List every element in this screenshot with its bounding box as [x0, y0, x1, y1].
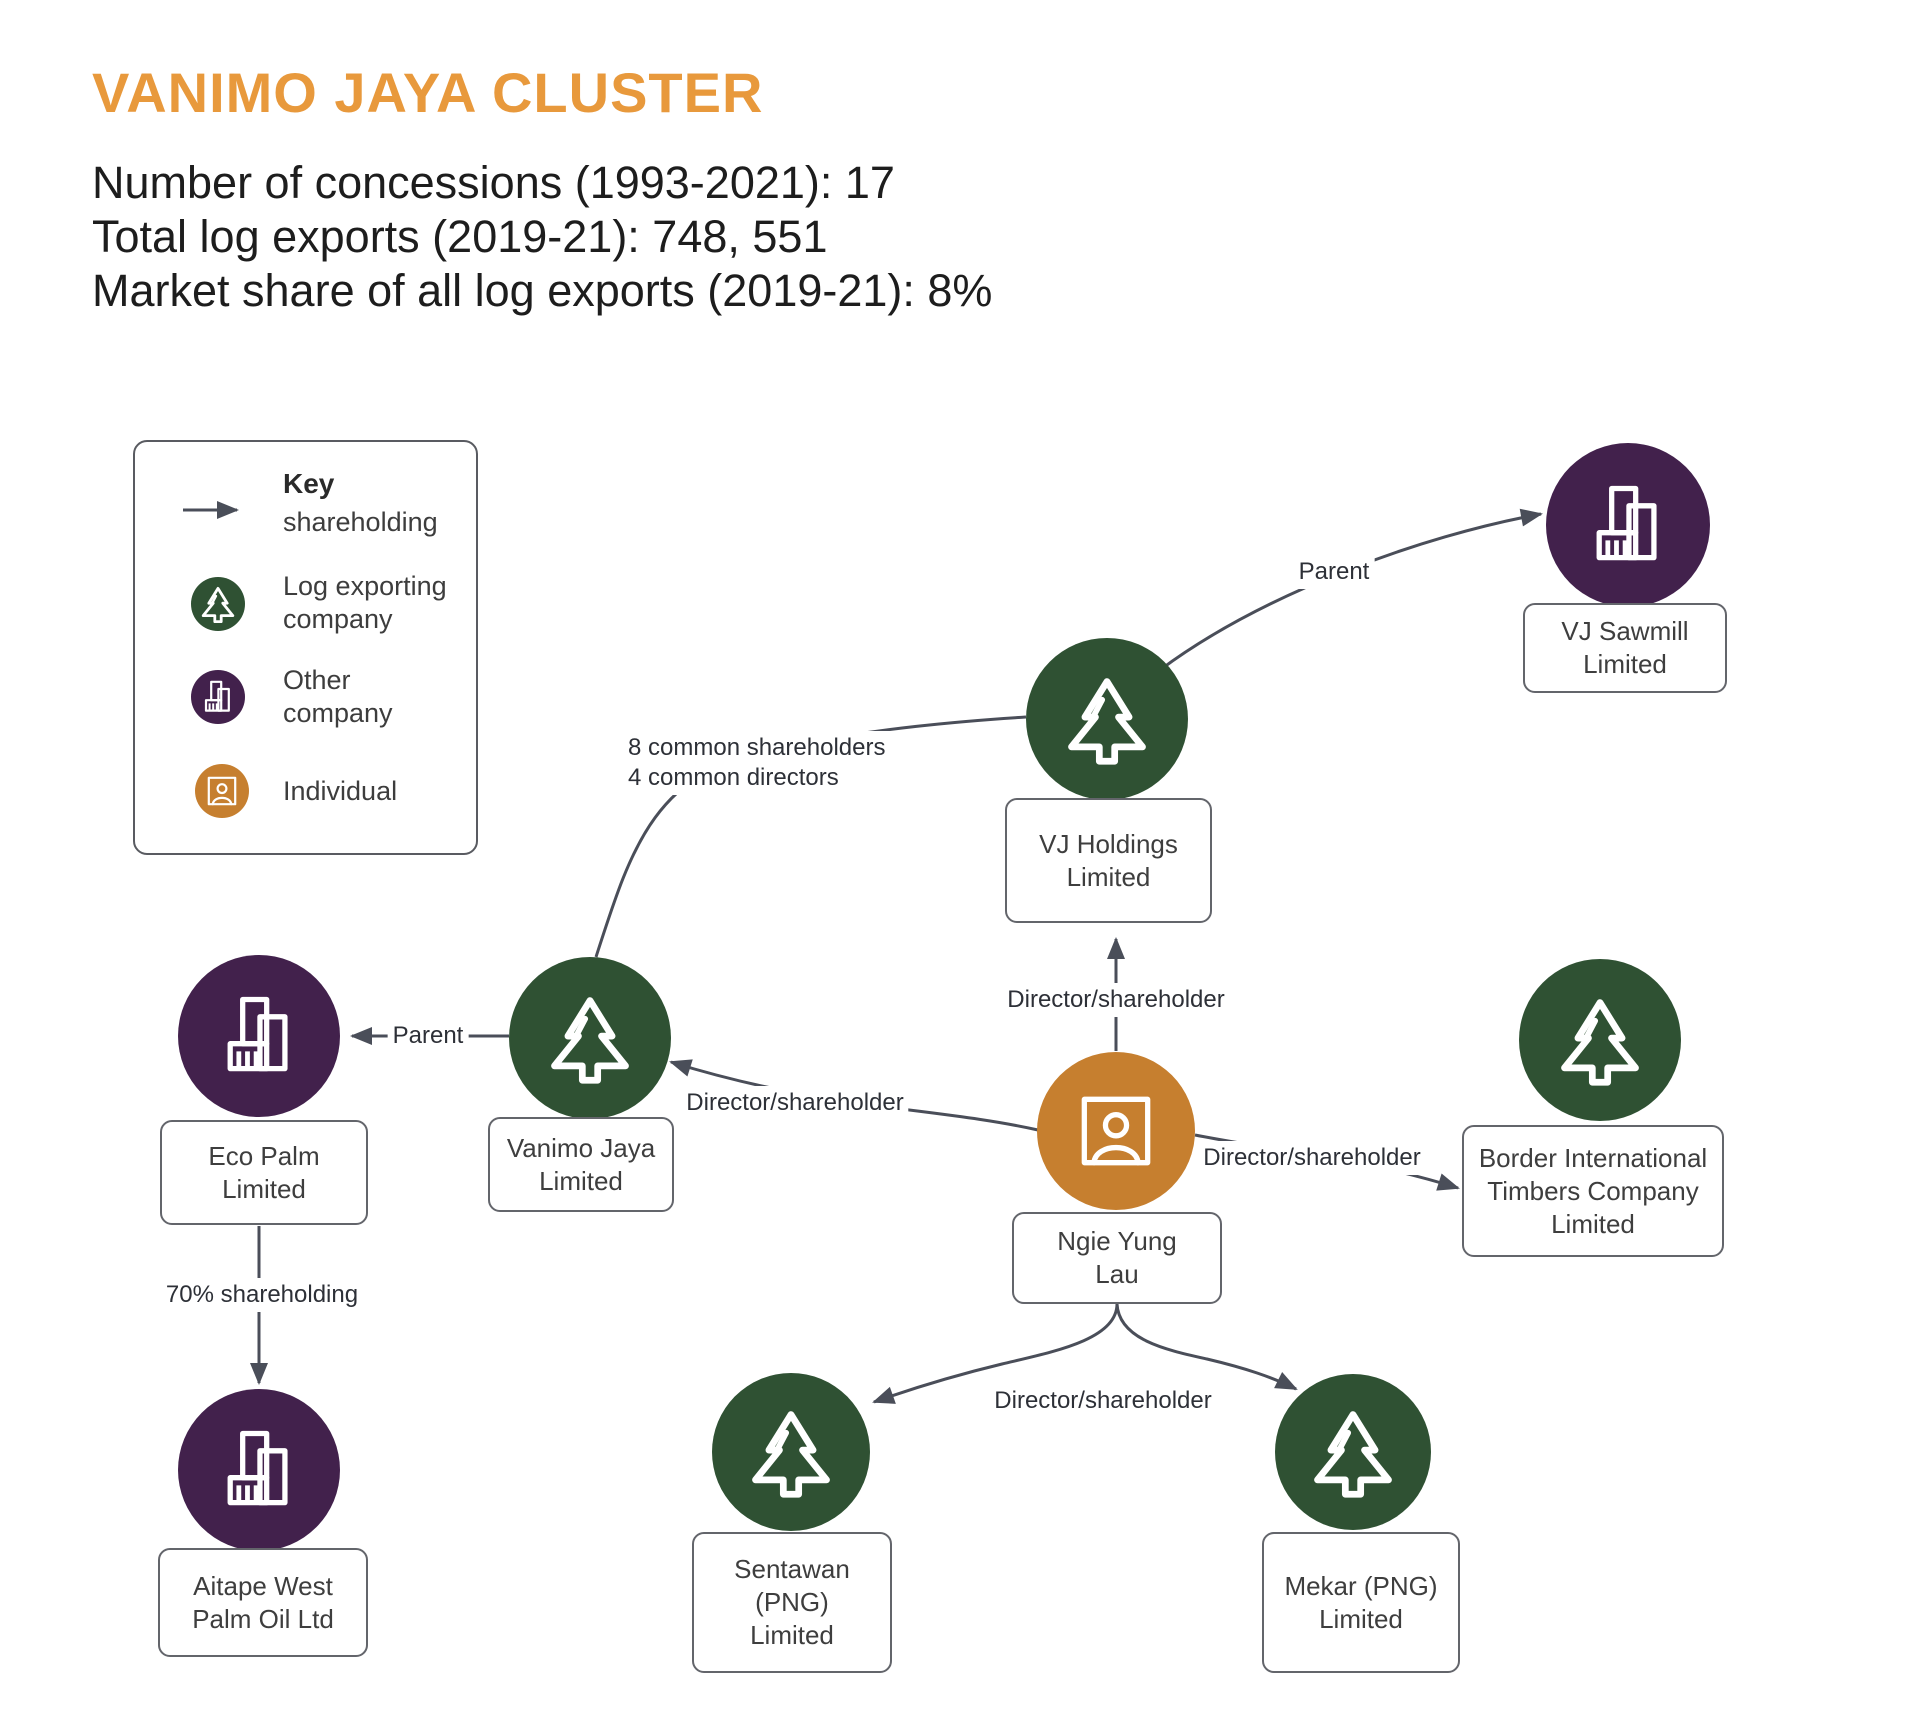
- node-border-international-timbers: [1519, 959, 1681, 1121]
- edge-ngie-mekar: [1115, 1303, 1298, 1391]
- node-vj-sawmill: [1546, 443, 1710, 607]
- node-vj-holdings: [1026, 638, 1188, 800]
- legend-label-shareholding: shareholding: [283, 507, 438, 537]
- node-label-sentawan-png: Sentawan (PNG) Limited: [692, 1532, 892, 1673]
- edge-label-ngie-mekar: Director/shareholder: [989, 1384, 1217, 1418]
- legend-title: Key: [283, 468, 335, 499]
- page-title: VANIMO JAYA CLUSTER: [92, 60, 764, 124]
- node-label-vj-sawmill: VJ Sawmill Limited: [1523, 603, 1727, 693]
- node-sentawan-png: [712, 1373, 870, 1531]
- stat-line-market-share: Market share of all log exports (2019-21…: [92, 265, 993, 316]
- arrow-icon: [183, 501, 239, 519]
- edge-label-ngie-border: Director/shareholder: [1198, 1141, 1426, 1175]
- edge-ngie-sentawan: [872, 1303, 1119, 1404]
- node-label-vanimo-jaya: Vanimo Jaya Limited: [488, 1117, 674, 1212]
- tree-icon: [1305, 1404, 1401, 1500]
- tree-icon: [1552, 992, 1648, 1088]
- node-vanimo-jaya: [509, 957, 671, 1119]
- stat-line-concessions: Number of concessions (1993-2021): 17: [92, 157, 895, 208]
- person-icon: [195, 764, 249, 818]
- node-mekar-png: [1275, 1374, 1431, 1530]
- node-eco-palm: [178, 955, 340, 1117]
- building-icon: [191, 670, 245, 724]
- edge-holdings-sawmill: [1159, 508, 1543, 672]
- node-label-vj-holdings: VJ Holdings Limited: [1005, 798, 1212, 923]
- tree-icon: [191, 577, 245, 631]
- building-icon: [1580, 477, 1676, 573]
- node-label-eco-palm: Eco Palm Limited: [160, 1120, 368, 1225]
- node-label-border-international-timbers: Border International Timbers Company Lim…: [1462, 1125, 1724, 1257]
- stats-block: Number of concessions (1993-2021): 17 To…: [92, 156, 992, 318]
- tree-icon: [743, 1404, 839, 1500]
- legend-label-log_exporting_company: Log exporting company: [283, 571, 447, 634]
- node-label-aitape-west-palm-oil: Aitape West Palm Oil Ltd: [158, 1548, 368, 1657]
- edge-label-vanimo-ecopalm: Parent: [387, 1019, 469, 1053]
- tree-icon: [542, 990, 638, 1086]
- person-icon: [1068, 1083, 1164, 1179]
- node-label-mekar-png: Mekar (PNG) Limited: [1262, 1532, 1460, 1673]
- tree-icon: [1059, 671, 1155, 767]
- stat-line-exports: Total log exports (2019-21): 748, 551: [92, 211, 828, 262]
- node-ngie-yung-lau: [1037, 1052, 1195, 1210]
- edge-label-holdings-sawmill: Parent: [1293, 555, 1375, 589]
- edge-label-ngie-vanimo: Director/shareholder: [681, 1086, 909, 1120]
- node-aitape-west-palm-oil: [178, 1389, 340, 1551]
- building-icon: [211, 988, 307, 1084]
- legend-label-other_company: Other company: [283, 665, 393, 728]
- edge-label-ngie-holdings: Director/shareholder: [1002, 983, 1230, 1017]
- edge-label-ecopalm-aitape: 70% shareholding: [160, 1278, 364, 1312]
- legend-label-individual: Individual: [283, 776, 398, 806]
- building-icon: [211, 1422, 307, 1518]
- edge-label-vanimo-holdings: 8 common shareholders 4 common directors: [623, 731, 891, 795]
- node-label-ngie-yung-lau: Ngie Yung Lau: [1012, 1212, 1222, 1304]
